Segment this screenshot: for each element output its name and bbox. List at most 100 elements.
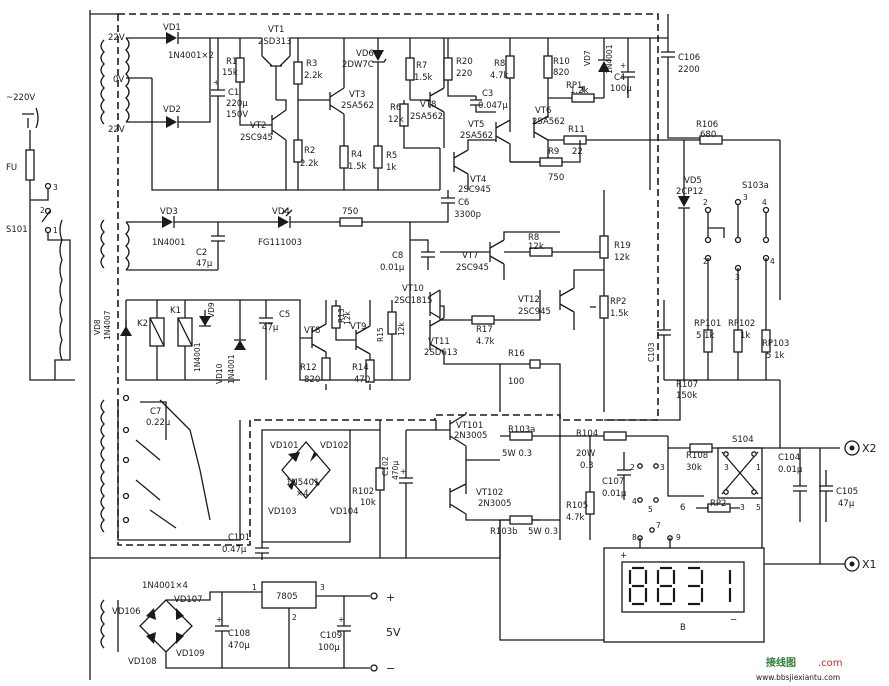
- c4-value: 100μ: [610, 84, 632, 94]
- pot-rp103: RP103 5 1k: [761, 300, 789, 380]
- r8-value: 4.7k: [490, 71, 509, 81]
- transistor-vt5: VT5 2SA562: [460, 119, 511, 162]
- regulator-7805: [261, 581, 317, 609]
- resistor-r14: R14 470: [352, 359, 375, 390]
- resistor-r15: R15 12k: [376, 300, 406, 380]
- vd101-label: VD101: [270, 441, 299, 451]
- resistor-r5: R5 1k: [373, 140, 397, 190]
- vd8-label: VD8: [93, 319, 102, 335]
- svg-text:4: 4: [632, 497, 637, 506]
- x2-label: X2: [862, 442, 877, 455]
- reg-label: 7805: [276, 592, 298, 602]
- vt10-type: 2SC1815: [394, 296, 432, 306]
- vd7-type: 1N4001: [605, 44, 614, 74]
- transistor-vt12: VT12 2SC945: [518, 269, 604, 330]
- rectifier-vd2: VD2: [160, 38, 211, 128]
- rp1-label: RP1: [566, 81, 582, 91]
- svg-text:9: 9: [676, 533, 681, 542]
- transistor-vt101: VT101 2N3005: [436, 412, 500, 461]
- vt1-label: VT1: [268, 25, 284, 35]
- watermark-dotcom: .com: [818, 658, 843, 669]
- r1-value: 15k: [222, 68, 238, 78]
- c102-value: 470μ: [391, 461, 400, 480]
- resistor-r16: R16 100: [500, 349, 561, 412]
- svg-text:3: 3: [740, 503, 745, 512]
- svg-text:2: 2: [703, 198, 708, 207]
- r17-value: 4.7k: [476, 337, 495, 347]
- c106-label: C106: [678, 53, 700, 63]
- c101-value: 0.47μ: [222, 545, 247, 555]
- vd103-label: VD103: [268, 507, 297, 517]
- vt102-type: 2N3005: [478, 499, 511, 509]
- rp101-label: RP101: [694, 319, 721, 329]
- vt5-label: VT5: [468, 120, 484, 130]
- capacitor-c8: C8 0.01μ: [380, 239, 435, 273]
- s103-label: S103a: [742, 181, 769, 191]
- c104-label: C104: [778, 453, 800, 463]
- resistor-r105: R105 4.7k: [566, 436, 595, 540]
- diode-vd7: VD7 1N4001: [583, 38, 614, 98]
- vd108-label: VD108: [128, 657, 157, 667]
- x1-label: X1: [862, 558, 877, 571]
- transistor-vt9: VT9: [348, 300, 371, 360]
- r8b-label: R8: [528, 233, 539, 243]
- resistor-r9: R9 750: [510, 140, 581, 183]
- r104-value: 20W: [576, 449, 596, 459]
- zener-vd6: VD6 2DW7C: [342, 38, 387, 140]
- svg-text:6: 6: [680, 503, 685, 513]
- vd106-label: VD106: [112, 607, 141, 617]
- resistor-r17: R17 4.7k: [440, 290, 541, 347]
- r105-value: 4.7k: [566, 513, 585, 523]
- diode-vd3: VD3 1N4001: [152, 207, 272, 248]
- r7-value: 1.5k: [414, 73, 433, 83]
- resistor-r19: R19 12k: [599, 190, 631, 292]
- pot-rp102: RP102 1k: [728, 300, 755, 380]
- relay-block: VD8 1N4007 K2 K1 VD9 1N4001 VD10 1N4001: [93, 299, 246, 384]
- vd9-label: VD9: [207, 302, 216, 318]
- svg-text:8: 8: [632, 533, 637, 542]
- seven-segment-display: + − B: [499, 520, 765, 643]
- tap-22v-bot: 22V: [108, 125, 125, 135]
- r8-label: R8: [494, 59, 505, 69]
- switch-s103: S103a 2 3 4 2 3 4: [703, 140, 781, 300]
- resistor-r103b: R103b 5W 0.3: [490, 515, 560, 537]
- r19-label: R19: [614, 241, 631, 251]
- vd10-label: VD10: [215, 363, 224, 384]
- capacitor-c103: C103: [647, 300, 671, 380]
- resistor-r8: R8 4.7k: [490, 38, 515, 120]
- c106-value: 2200: [678, 65, 700, 75]
- capacitor-c102: + C102 470μ: [381, 430, 413, 558]
- vt12-type: 2SC945: [518, 307, 551, 317]
- vt6-type: 2SA562: [532, 117, 565, 127]
- capacitor-c107: C107 0.01μ: [602, 452, 631, 500]
- reg-pin3: 3: [320, 583, 325, 592]
- svg-text:5: 5: [648, 505, 653, 514]
- vt2-label: VT2: [250, 121, 266, 131]
- c8-label: C8: [392, 251, 403, 261]
- vd4-type: FG111003: [258, 238, 302, 248]
- r103b-label: R103b: [490, 527, 518, 537]
- rp103-value: 5 1k: [766, 351, 785, 361]
- capacitor-c2: C2 47μ: [196, 222, 225, 270]
- c4-label: C4: [614, 73, 625, 83]
- r5-value: 1k: [386, 163, 396, 173]
- svg-text:+: +: [400, 467, 406, 476]
- display-digits: [628, 566, 732, 606]
- c5-label: C5: [279, 310, 290, 320]
- vout-label: 5V: [386, 626, 401, 639]
- r107-label: R107: [676, 380, 698, 390]
- c5-value: 47μ: [262, 323, 279, 333]
- fuse-label: FU: [6, 163, 17, 173]
- r2-label: R2: [304, 146, 315, 156]
- rp103-label: RP103: [762, 339, 789, 349]
- c3-label: C3: [482, 89, 493, 99]
- r12-label: R12: [300, 363, 317, 373]
- r6-label: R6: [390, 103, 401, 113]
- r3-value: 2.2k: [304, 71, 323, 81]
- capacitor-c101: C101 0.47μ: [222, 533, 269, 560]
- r106-label: R106: [696, 120, 718, 130]
- r103b-value: 5W 0.3: [528, 527, 558, 537]
- switch-contact-3: [44, 182, 52, 190]
- terminal-5v-plus: [370, 592, 378, 600]
- c107-value: 0.01μ: [602, 489, 627, 499]
